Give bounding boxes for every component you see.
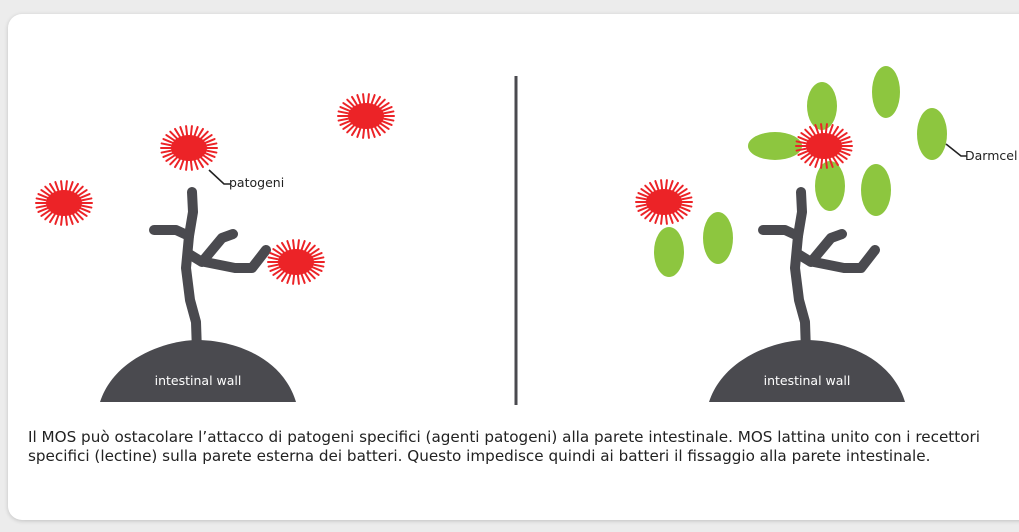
left-panel: intestinal wall patogeni	[35, 93, 395, 402]
pathogen	[267, 239, 325, 285]
bacterium	[703, 212, 733, 264]
pathogen	[35, 180, 93, 226]
bacterium	[815, 161, 845, 211]
pathogen-label: patogeni	[229, 175, 284, 190]
bacterium	[861, 164, 891, 216]
receptor-structure-left	[149, 187, 271, 357]
bacterium	[807, 82, 837, 130]
pathogen	[795, 123, 853, 169]
receptor-structure-right	[758, 187, 880, 357]
right-panel: intestinal wall Darmcel	[635, 66, 1017, 402]
bacterium	[654, 227, 684, 277]
intestinal-wall-label-right: intestinal wall	[764, 373, 851, 388]
pathogen	[337, 93, 395, 139]
pathogen	[160, 125, 218, 171]
bacteria-callout-line	[945, 143, 967, 157]
bacterium	[748, 132, 802, 160]
bacterium	[917, 108, 947, 160]
intestinal-wall-right	[709, 340, 905, 402]
intestinal-wall-left	[100, 340, 296, 402]
bacterium	[872, 66, 900, 118]
bacteria-label: Darmcel	[965, 148, 1017, 163]
pathogen	[635, 179, 693, 225]
intestinal-wall-label-left: intestinal wall	[155, 373, 242, 388]
pathogen-callout-line	[208, 169, 231, 185]
caption-text: Il MOS può ostacolare l’attacco di patog…	[28, 428, 980, 465]
